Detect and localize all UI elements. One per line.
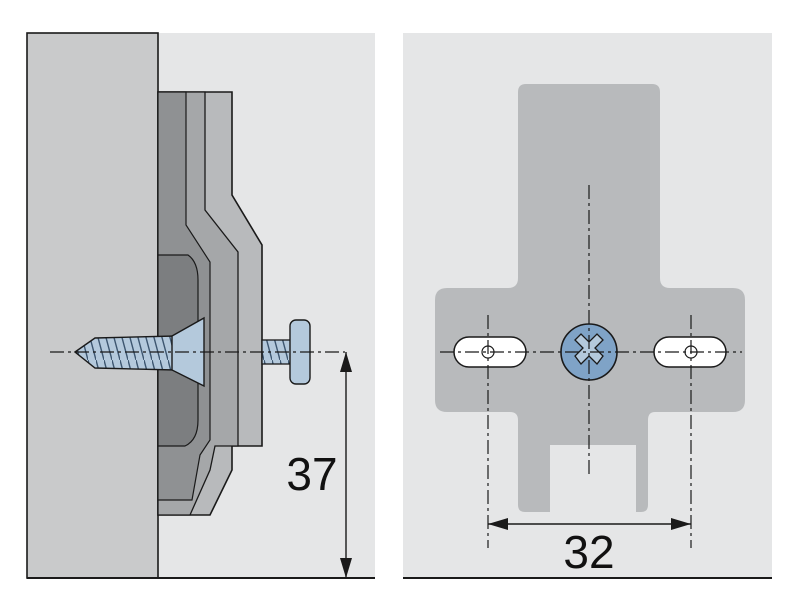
front-view-panel: 32 [403,33,772,579]
cabinet-side-wall [26,32,159,579]
side-view-panel: 37 [26,32,375,579]
arrow-right [671,518,691,530]
height-dimension-label: 37 [286,448,337,500]
arrow-down [340,558,352,578]
arrow-left [488,518,508,530]
spacing-dimension: 32 [488,518,691,578]
height-dimension: 37 [286,352,352,578]
spacing-dimension-label: 32 [563,526,614,578]
mounting-plate-front [435,84,745,512]
arrow-up [340,352,352,372]
